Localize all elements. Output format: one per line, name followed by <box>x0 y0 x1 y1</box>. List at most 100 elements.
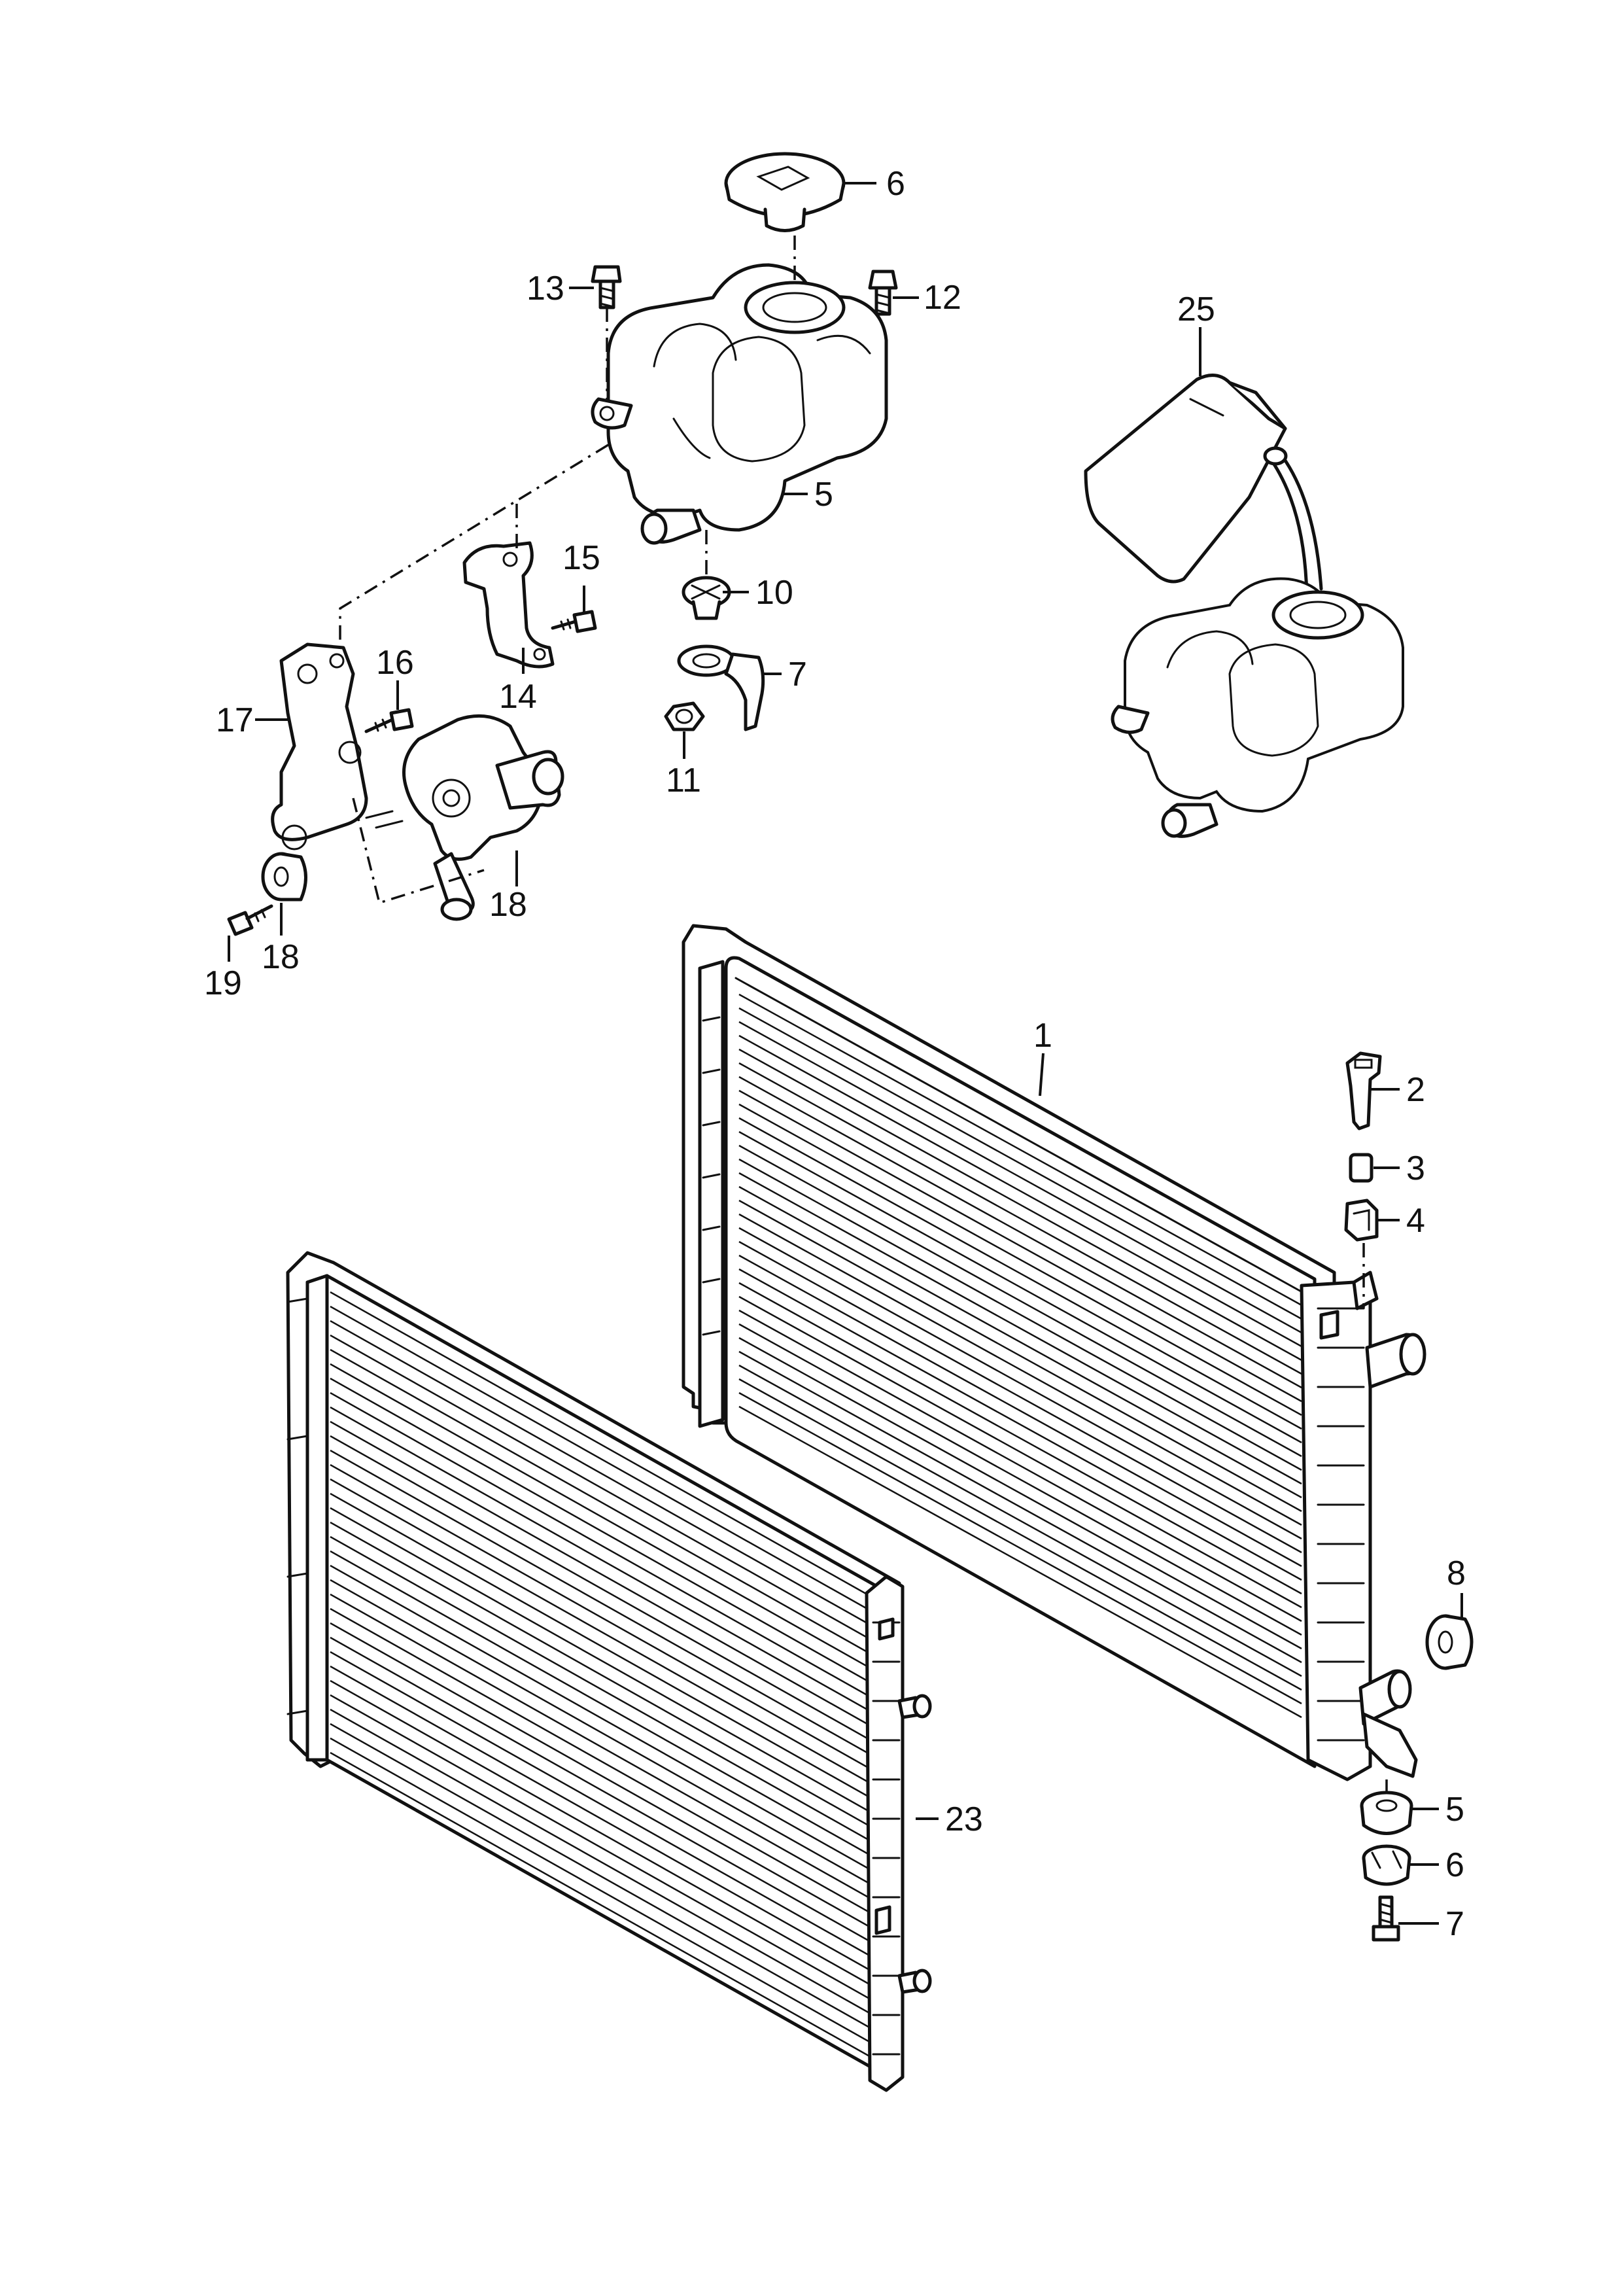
bolt-22 <box>227 904 273 936</box>
callout-19: 17 <box>216 701 254 739</box>
radiator-23-fin <box>330 1593 877 1903</box>
rubber-bush-21 <box>261 852 307 902</box>
callout-3: 3 <box>1406 1149 1425 1187</box>
callout-4: 4 <box>1406 1202 1425 1240</box>
radiator-main-fin <box>738 1240 1302 1554</box>
bracket-19 <box>271 444 609 850</box>
radiator-23-fin <box>330 1291 877 1601</box>
radiator-main-fin <box>738 1034 1302 1348</box>
aux-water-pump <box>352 714 564 921</box>
radiator-23 <box>286 1251 932 2092</box>
radiator-main-fin <box>738 1227 1302 1540</box>
radiator-23-fin <box>330 1723 877 2033</box>
radiator-23-fin <box>330 1564 877 1874</box>
radiator-main-fin <box>738 1089 1302 1403</box>
radiator-main-fin <box>738 1295 1302 1609</box>
radiator-23-fin <box>330 1579 877 1889</box>
callout-14: 11 <box>666 762 701 799</box>
bolt-18-lower <box>364 708 414 733</box>
bolt-15 <box>868 270 898 316</box>
radiator-23-fin <box>330 1665 877 1975</box>
radiator-23-fin <box>330 1348 877 1658</box>
bolt-7 <box>1372 1895 1400 1942</box>
radiator-main-fin <box>738 1309 1302 1622</box>
radiator-23-fin <box>330 1651 877 1961</box>
radiator-main-fin <box>738 1405 1302 1719</box>
radiator-23-fin <box>330 1492 877 1802</box>
callout-22: 19 <box>204 964 242 1002</box>
temp-sensor-2 <box>1345 1051 1382 1130</box>
callout-6: 6 <box>1445 1846 1464 1884</box>
radiator-main-fin <box>738 1392 1302 1705</box>
radiator-main-fin <box>738 1021 1302 1334</box>
callout-16: 13 <box>527 270 564 307</box>
radiator-23-fin <box>330 1521 877 1831</box>
callout-13: 10 <box>755 574 793 612</box>
callout-17: 14 <box>499 678 537 716</box>
radiator-23-fin <box>330 1392 877 1702</box>
radiator-main-fin <box>738 993 1302 1306</box>
bush-5 <box>1360 1779 1413 1835</box>
radiator-main-fin <box>738 1268 1302 1581</box>
radiator-23-fin <box>330 1449 877 1759</box>
seal-3 <box>1349 1153 1373 1183</box>
radiator-23-fin <box>330 1420 877 1730</box>
radiator-23-fin <box>330 1636 877 1946</box>
radiator-23-fin <box>330 1622 877 1932</box>
radiator-23-fin <box>330 1406 877 1716</box>
radiator-main-fin <box>738 1144 1302 1458</box>
callout-1: 1 <box>1033 1017 1052 1055</box>
radiator-23-fin <box>330 1334 877 1644</box>
callout-8: 8 <box>1447 1554 1466 1592</box>
radiator-main-fin <box>738 1337 1302 1650</box>
mount-8 <box>1425 1614 1474 1670</box>
bolt-18-upper <box>551 610 597 633</box>
radiator-main-fin <box>738 1007 1302 1320</box>
radiator-main <box>682 924 1426 1781</box>
radiator-main-fin <box>738 1282 1302 1595</box>
callout-23: 23 <box>945 1800 983 1838</box>
coolant-bottle <box>1084 374 1323 597</box>
callout-12: 7 <box>788 656 807 693</box>
radiator-main-fin <box>738 1076 1302 1389</box>
radiator-23-fin <box>330 1751 877 2061</box>
radiator-main-fin <box>738 1158 1302 1471</box>
expansion-tank-refill <box>1111 577 1404 838</box>
radiator-main-fin <box>738 1350 1302 1664</box>
callout-10: 5 <box>814 476 833 514</box>
radiator-23-fin <box>330 1535 877 1846</box>
radiator-23-fin <box>330 1320 877 1630</box>
bolt-16 <box>591 265 622 399</box>
grommet-13 <box>682 530 731 620</box>
callout-18-upper: 15 <box>562 539 600 577</box>
radiator-23-fin <box>330 1737 877 2047</box>
radiator-main-fin <box>738 1254 1302 1568</box>
radiator-23-fin <box>330 1478 877 1788</box>
callout-7: 7 <box>1445 1905 1464 1943</box>
bracket-12 <box>677 644 765 731</box>
radiator-main-fin <box>738 1048 1302 1361</box>
radiator-main-fin <box>738 1172 1302 1485</box>
clip-4 <box>1344 1199 1379 1308</box>
callout-15: 12 <box>924 279 961 317</box>
callout-11: 6 <box>886 165 905 203</box>
radiator-main-fin <box>738 1062 1302 1375</box>
radiator-main-fin <box>738 1117 1302 1430</box>
radiator-23-fin <box>330 1694 877 2004</box>
callout-labels: 6 12 13 5 10 7 11 14 15 16 17 18 18 19 2… <box>204 165 1466 1943</box>
callout-5: 5 <box>1445 1791 1464 1829</box>
callout-2: 2 <box>1406 1071 1425 1109</box>
radiator-23-fin <box>330 1363 877 1673</box>
expansion-tank <box>591 263 888 545</box>
bush-6 <box>1362 1844 1411 1886</box>
radiator-23-fin <box>330 1377 877 1687</box>
radiator-23-fin <box>330 1607 877 1918</box>
radiator-main-fin <box>738 1185 1302 1499</box>
radiator-23-fin <box>330 1305 877 1615</box>
radiator-main-fin <box>738 1199 1302 1513</box>
radiator-main-fin <box>738 1323 1302 1636</box>
callout-18-lower: 16 <box>376 644 414 682</box>
nut-14 <box>664 701 705 731</box>
callout-25: 25 <box>1177 290 1215 328</box>
